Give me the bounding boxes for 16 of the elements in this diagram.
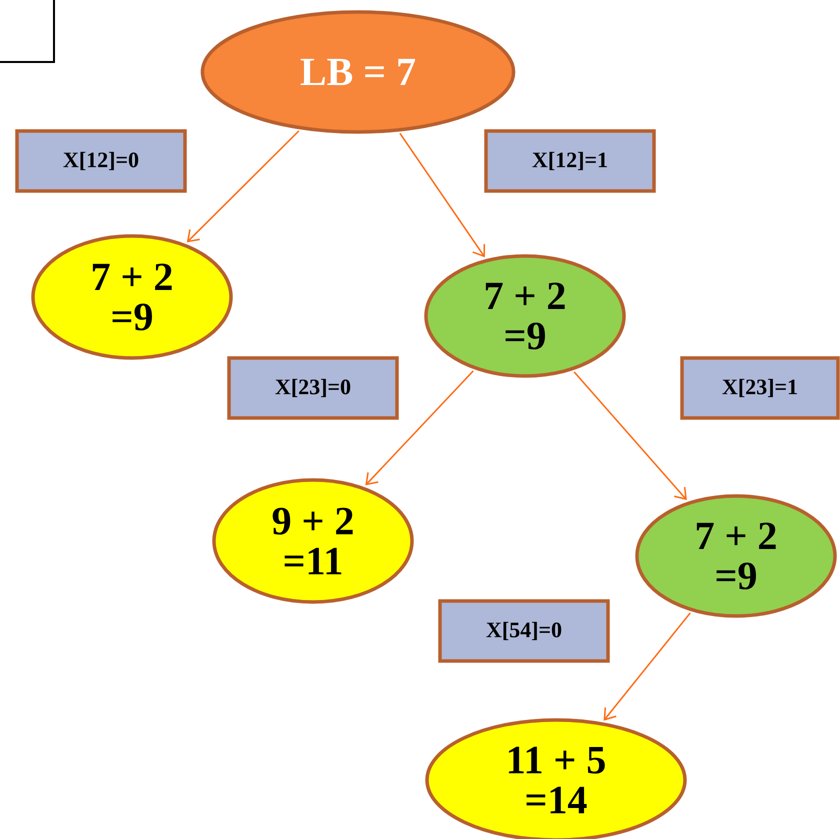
edge-label: X[12]=1 [484, 129, 656, 193]
ellipse-node: 7 + 2 =9 [31, 234, 233, 360]
edge-label: X[23]=0 [227, 356, 399, 420]
edge-label: X[54]=0 [438, 599, 610, 663]
arrow [604, 612, 691, 721]
ellipse-node: 7 + 2 =9 [635, 494, 837, 618]
ellipse-node: 7 + 2 =9 [424, 254, 626, 378]
arrow [574, 371, 687, 500]
ellipse-node: LB = 7 [200, 10, 516, 134]
ellipse-node: 11 + 5 =14 [425, 718, 687, 839]
edge-label: X[23]=1 [680, 356, 840, 420]
arrow [186, 130, 300, 242]
arrow [399, 132, 486, 258]
arrow [365, 370, 474, 486]
edge-label: X[12]=0 [15, 129, 187, 193]
ellipse-node: 9 + 2 =11 [212, 478, 414, 604]
